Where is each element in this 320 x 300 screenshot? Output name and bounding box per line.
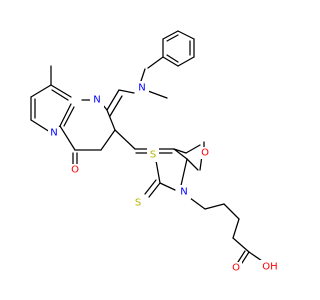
bond [162, 56, 179, 67]
atom-o-acid-carbonyl: O [232, 263, 240, 274]
bond [166, 34, 179, 42]
bond [159, 182, 176, 191]
bond [204, 203, 225, 210]
bond-layer [30, 30, 266, 264]
bond [109, 95, 123, 117]
bond [185, 144, 201, 154]
bond [51, 89, 69, 101]
atom-oh-acid: OH [262, 262, 277, 273]
bond [63, 106, 75, 127]
bond [118, 89, 135, 94]
bond [237, 250, 246, 263]
bond [147, 90, 168, 99]
atom-n-dimethylamine: N [138, 83, 145, 94]
bond [232, 237, 250, 253]
bond [173, 148, 187, 154]
bond [186, 158, 199, 171]
bond [30, 119, 51, 133]
bond [59, 103, 72, 127]
bond [177, 56, 195, 67]
atom-o-pyrimidinone: O [71, 165, 79, 176]
bond [148, 182, 161, 198]
bond [223, 203, 240, 220]
molecule-structure-diagram: N N N N O O O OH S S [30, 30, 281, 276]
bond [106, 89, 120, 111]
atom-n-pyrimidine: N [93, 95, 100, 106]
bond [114, 129, 136, 150]
bond [173, 148, 188, 160]
bond [30, 84, 52, 98]
bond [241, 251, 250, 264]
bond [106, 109, 116, 131]
bond [162, 30, 179, 40]
bond [166, 54, 179, 63]
atom-n-bridgehead: N [50, 128, 57, 139]
bond [177, 30, 195, 40]
atom-s-thione: S [135, 198, 141, 209]
bond [232, 218, 240, 239]
bond [144, 179, 157, 195]
atom-s-ring: S [150, 150, 156, 161]
bond [179, 158, 188, 191]
bond [147, 56, 164, 69]
bond [59, 125, 76, 151]
bond [50, 84, 72, 98]
atom-n-thiazolidine: N [180, 187, 187, 198]
atom-label-layer: N N N N O O O OH S S [48, 81, 281, 276]
atom-o-thiazolidinone: O [201, 148, 209, 159]
bond [100, 129, 116, 151]
bond [189, 197, 206, 210]
